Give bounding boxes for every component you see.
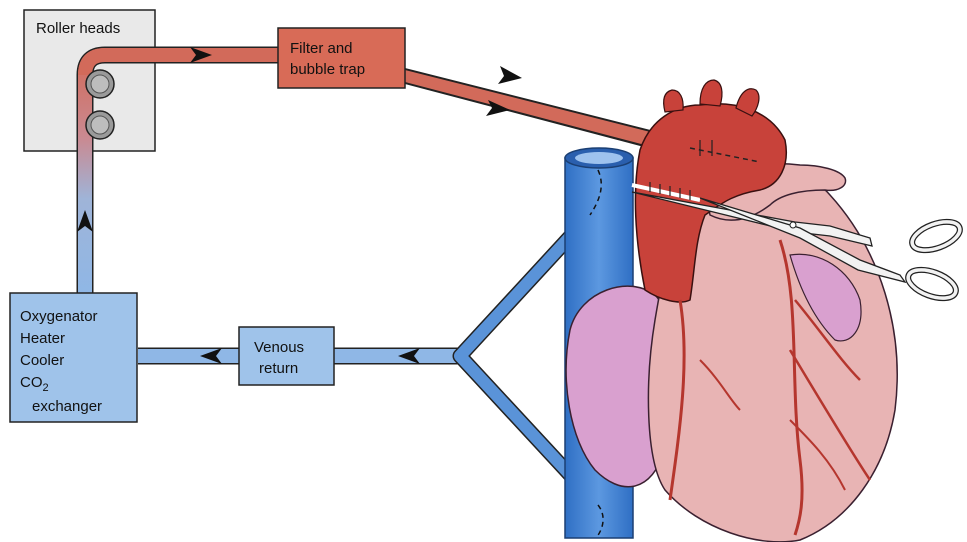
filter-bubble-trap-box bbox=[278, 28, 405, 88]
oxygenator-label: Oxygenator bbox=[20, 308, 98, 325]
venous-return-label-line2: return bbox=[259, 360, 298, 377]
filter-label-line2: bubble trap bbox=[290, 61, 365, 78]
roller-head-1 bbox=[86, 70, 114, 98]
roller-head-2 bbox=[86, 111, 114, 139]
heater-label: Heater bbox=[20, 330, 65, 347]
venous-line bbox=[138, 215, 598, 505]
filter-label-line1: Filter and bbox=[290, 40, 353, 57]
roller-heads-label: Roller heads bbox=[36, 20, 120, 37]
exchanger-label: exchanger bbox=[32, 398, 102, 415]
cooler-label: Cooler bbox=[20, 352, 64, 369]
venous-return-label-line1: Venous bbox=[254, 339, 304, 356]
arrow-down-right bbox=[498, 66, 522, 84]
aortic-branch-2 bbox=[700, 80, 722, 106]
aortic-branch-1 bbox=[664, 90, 683, 112]
